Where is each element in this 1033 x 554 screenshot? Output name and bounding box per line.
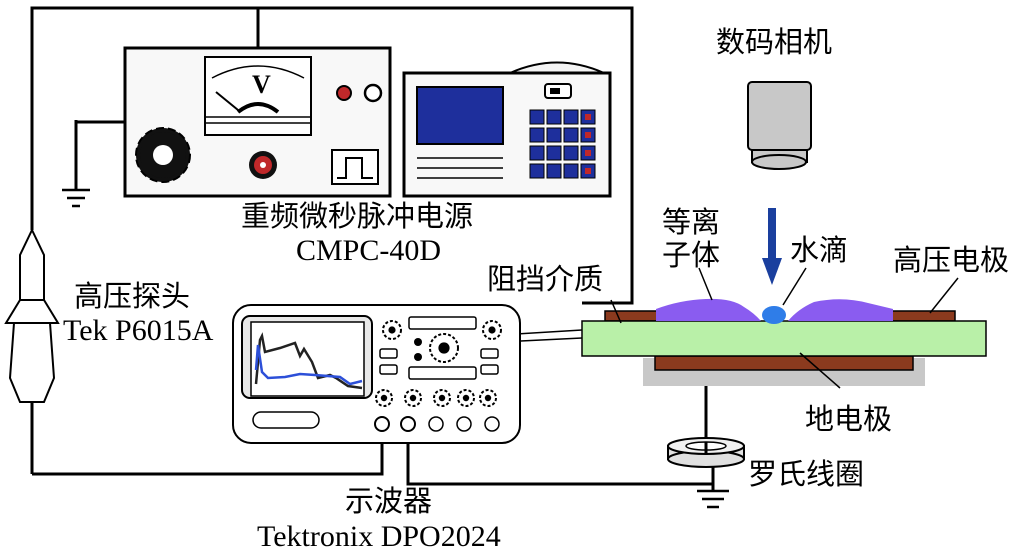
oscilloscope-model: Tektronix DPO2024 (257, 520, 501, 553)
keypad-key (563, 109, 579, 125)
keypad-key-accent (585, 132, 591, 138)
keypad-key (546, 163, 562, 179)
scope-knob-center (388, 326, 396, 334)
hv-electrode-label: 高压电极 (893, 243, 1010, 277)
droplet-label: 水滴 (790, 233, 849, 267)
scope-knob-center (488, 326, 496, 334)
oscilloscope-label: 示波器 (345, 484, 433, 518)
water-droplet (762, 306, 786, 324)
scope-knob-center (380, 394, 388, 402)
voltmeter-icon: V (204, 56, 312, 136)
scope-knob-center (438, 342, 450, 354)
rotary-knob-icon (135, 127, 191, 183)
keypad-key (529, 145, 545, 161)
keypad-key (529, 127, 545, 143)
hv-probe-icon (4, 227, 60, 403)
pulse-controller-unit (402, 61, 612, 198)
controller-screen (416, 86, 504, 145)
dielectric-label: 阻挡介质 (487, 262, 604, 296)
pulse-power-supply: V (123, 46, 392, 198)
camera-icon (747, 81, 812, 170)
keypad-key (563, 163, 579, 179)
ground-symbol-icon (62, 188, 90, 208)
rogowski-coil-label: 罗氏线圈 (748, 457, 865, 491)
power-supply-label: 重频微秒脉冲电源 (241, 199, 474, 233)
scope-knob-center (462, 394, 470, 402)
keypad-key (563, 145, 579, 161)
camera-view-arrow (762, 208, 782, 285)
scope-knob-center (438, 394, 446, 402)
keypad-key (529, 163, 545, 179)
dielectric-plate (581, 320, 987, 357)
voltmeter-symbol: V (252, 70, 271, 99)
plasma-label-line2: 子体 (662, 238, 721, 272)
scope-knob-center (409, 394, 417, 402)
keypad-key (546, 109, 562, 125)
scope-trace-current (254, 344, 363, 386)
oscilloscope-icon (232, 304, 521, 444)
ground-electrode (654, 355, 914, 371)
keypad-key (563, 127, 579, 143)
power-supply-model: CMPC-40D (296, 234, 442, 267)
red-binding-post-icon (249, 151, 277, 179)
rogowski-coil-icon (667, 437, 745, 468)
dbd-reactor (581, 298, 987, 386)
keypad-icon (529, 109, 596, 179)
scope-knobs (375, 320, 502, 407)
output-terminal-icon (336, 83, 383, 103)
plasma-right (788, 299, 893, 321)
leader-lines (610, 267, 959, 389)
keypad-key-accent (585, 168, 591, 174)
ground-symbol-icon (697, 489, 729, 509)
ground-electrode-label: 地电极 (805, 402, 893, 436)
keypad-key (529, 109, 545, 125)
keypad-key (546, 127, 562, 143)
plasma-left (656, 298, 761, 321)
keypad-key-accent (585, 114, 591, 120)
plasma-label-line1: 等离 (662, 205, 721, 239)
keypad-key-accent (585, 150, 591, 156)
pulse-waveform-icon (331, 149, 379, 185)
camera-label: 数码相机 (716, 25, 833, 59)
keypad-key (546, 145, 562, 161)
scope-knob-center (484, 394, 492, 402)
hv-probe-label: 高压探头 (74, 279, 191, 313)
hv-probe-model: Tek P6015A (63, 314, 214, 347)
